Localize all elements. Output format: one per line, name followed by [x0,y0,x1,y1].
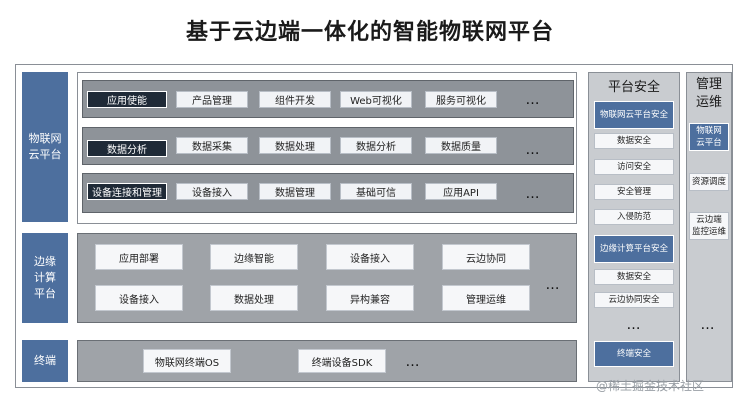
security-cloud-item4: 入侵防范 [594,209,674,225]
cloud-platform-label: 物联网 云平台 [22,72,68,222]
security-cloud-head: 物联网云平台安全 [594,101,674,129]
ops-item2-line2: 监控运维 [691,227,726,237]
ops-more: … [700,316,716,333]
cloud-row2-item2: 数据处理 [259,137,331,154]
cloud-row2-more: … [525,141,541,158]
cloud-row1-item2: 组件开发 [259,91,331,108]
security-edge-head: 边缘计算平台安全 [594,235,674,263]
edge-row2-item1: 设备接入 [95,285,183,311]
cloud-row1-more: … [525,91,541,108]
cloud-row3-item4: 应用API [425,183,497,200]
security-cloud-item2: 访问安全 [594,159,674,175]
security-cloud-item3: 安全管理 [594,184,674,200]
edge-row2-item3: 异构兼容 [326,285,414,311]
edge-platform-label: 边缘 计算 平台 [22,233,68,323]
cloud-label-line2: 云平台 [28,148,62,161]
ops-header: 管理 运维 [686,76,732,112]
edge-row2-item2: 数据处理 [210,285,298,311]
watermark: @稀土掘金技术社区 [596,379,705,393]
security-header: 平台安全 [607,80,660,95]
edge-row1-item3: 设备接入 [326,244,414,270]
ops-header-line2: 运维 [695,95,722,110]
ops-header-line1: 管理 [695,77,722,92]
cloud-row2-item4: 数据质量 [425,137,497,154]
security-cloud-item1: 数据安全 [594,133,674,149]
cloud-row1-item1: 产品管理 [176,91,248,108]
terminal-label: 终端 [22,340,68,382]
terminal-item-os: 物联网终端OS [143,349,231,373]
ops-item2-line1: 云边端 [696,215,722,225]
ops-cloud-head: 物联网 云平台 [689,123,729,151]
cloud-row3-item1: 设备接入 [176,183,248,200]
cloud-row3-item2: 数据管理 [259,183,331,200]
cloud-row1-item4: 服务可视化 [425,91,497,108]
security-more: … [626,316,642,333]
cloud-row3-item3: 基础可信 [340,183,412,200]
terminal-item-sdk: 终端设备SDK [298,349,386,373]
ops-cloud-head-line2: 云平台 [696,138,722,148]
edge-row1-item4: 云边协同 [442,244,530,270]
edge-label-line3: 平台 [34,287,56,300]
cloud-row2-item1: 数据采集 [176,137,248,154]
edge-more: … [545,276,561,293]
edge-label-line2: 计算 [34,271,56,284]
ops-cloud-head-line1: 物联网 [696,126,722,136]
edge-row1-item1: 应用部署 [95,244,183,270]
cloud-row1-head: 应用使能 [87,91,167,108]
ops-item-resource-scheduling: 资源调度 [689,173,729,191]
security-edge-item1: 数据安全 [594,269,674,285]
cloud-row2-head: 数据分析 [87,140,167,157]
edge-row2-item4: 管理运维 [442,285,530,311]
cloud-label-line1: 物联网 [28,132,62,145]
security-edge-item2: 云边协同安全 [594,292,674,308]
security-terminal-head: 终端安全 [594,341,674,367]
cloud-row1-item3: Web可视化 [340,91,412,108]
diagram-title: 基于云边端一体化的智能物联网平台 [185,20,554,45]
cloud-row3-head: 设备连接和管理 [87,183,167,200]
edge-label-line1: 边缘 [34,255,56,268]
ops-item-monitoring: 云边端 监控运维 [689,212,729,240]
edge-row1-item2: 边缘智能 [210,244,298,270]
cloud-row3-more: … [525,185,541,202]
cloud-row2-item3: 数据分析 [340,137,412,154]
terminal-more: … [405,353,421,370]
